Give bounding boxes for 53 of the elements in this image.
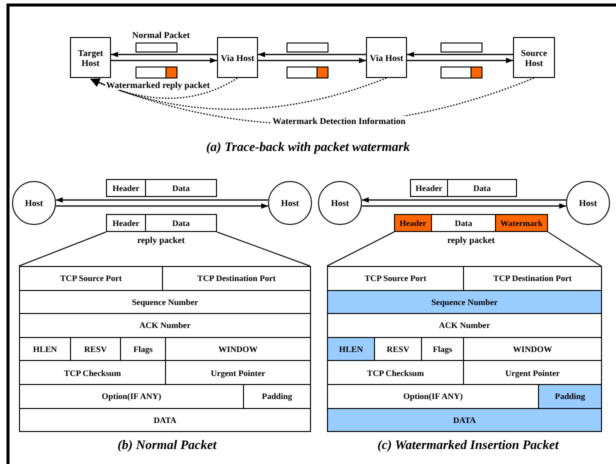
packet-field: Data: [145, 214, 217, 232]
text-label: Watermarked reply packet: [105, 80, 211, 90]
host-circle: Host: [566, 181, 610, 225]
arrow: [362, 203, 566, 209]
header-field-cell: DATA: [19, 408, 311, 432]
host-circle: Host: [12, 181, 56, 225]
figure-caption: (b) Normal Packet: [118, 437, 216, 452]
packet-field: Header: [106, 179, 146, 197]
packet-field: Header: [410, 179, 448, 197]
expansion-line: [18, 232, 106, 266]
packet-field: Header: [394, 214, 432, 232]
text-label: reply packet: [136, 235, 186, 245]
arrow: [111, 52, 217, 58]
expansion-line: [548, 232, 602, 266]
host-box: Via Host: [217, 37, 258, 78]
header-field-cell: Sequence Number: [19, 290, 311, 314]
expansion-line: [216, 232, 310, 266]
header-field-cell: ACK Number: [327, 313, 602, 338]
header-field-cell: HLEN: [327, 336, 375, 362]
host-box: Via Host: [366, 37, 407, 78]
arrow: [407, 52, 513, 58]
arrow: [362, 197, 566, 203]
text-label: Normal Packet: [131, 30, 191, 40]
text-label: reply packet: [446, 235, 496, 245]
arrow: [258, 58, 366, 64]
arrow: [56, 197, 268, 203]
packet-field: Header: [106, 214, 146, 232]
expansion-line: [326, 232, 394, 266]
header-field-cell: TCP Destination Port: [162, 266, 311, 291]
host-box: Source Host: [513, 37, 555, 78]
header-field-cell: TCP Source Port: [19, 266, 163, 291]
header-field-cell: ACK Number: [19, 313, 311, 338]
figure-caption: (a) Trace-back with packet watermark: [206, 139, 410, 154]
arrow: [56, 203, 268, 209]
figure-caption: (c) Watermarked Insertion Packet: [377, 437, 559, 452]
text-label: Watermark Detection Information: [272, 116, 406, 126]
header-field-cell: TCP Destination Port: [463, 266, 602, 291]
header-field-cell: DATA: [327, 408, 602, 432]
arrow: [111, 58, 217, 64]
packet-field: Data: [145, 179, 217, 197]
dotted-arrow: [90, 77, 387, 110]
packet-field: Data: [447, 179, 517, 197]
host-circle: Host: [268, 181, 312, 225]
arrow: [258, 52, 366, 58]
host-circle: Host: [318, 181, 362, 225]
host-box: Target Host: [70, 37, 111, 78]
packet-field: Data: [431, 214, 496, 232]
header-field-cell: TCP Source Port: [327, 266, 464, 291]
header-field-cell: Padding: [538, 384, 602, 409]
dotted-arrow: [90, 77, 238, 99]
arrow: [407, 58, 513, 64]
packet-field: Watermark: [495, 214, 548, 232]
header-field-cell: Sequence Number: [327, 290, 602, 314]
